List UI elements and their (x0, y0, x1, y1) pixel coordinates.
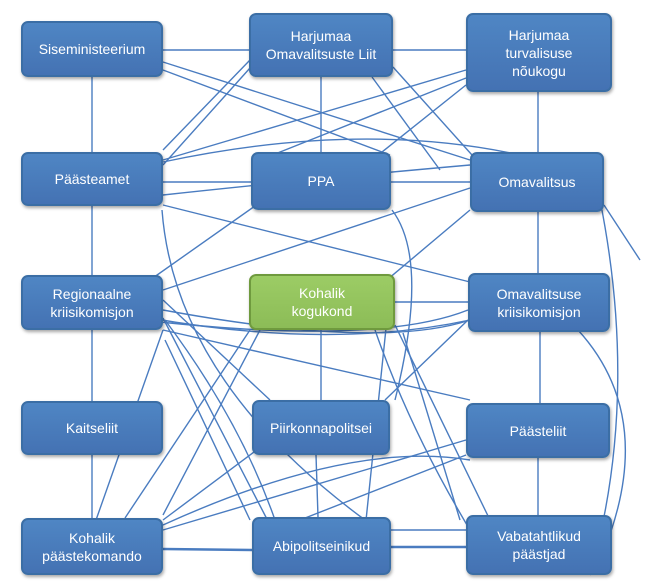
connector-line (162, 317, 271, 526)
node-piirkonnapolitsei: Piirkonnapolitsei (252, 400, 390, 455)
node-omavalitsuse-kriisikomisjon: Omavalitsuse kriisikomisjon (468, 273, 610, 332)
connector-line (162, 309, 471, 334)
connector-line (164, 339, 251, 521)
node-kohalik-paastekomando: Kohalik päästekomando (21, 518, 163, 575)
node-regionaalne-kriisikomisjon: Regionaalne kriisikomisjon (21, 275, 163, 330)
connector-line (162, 69, 391, 156)
node-kaitseliit: Kaitseliit (21, 401, 163, 455)
connector-line (162, 61, 471, 161)
node-harjumaa-omavalitsuste-liit: Harjumaa Omavalitsuste Liit (249, 13, 393, 77)
connector-line (162, 67, 251, 166)
node-omavalitsus: Omavalitsus (470, 152, 604, 212)
connector-line (162, 187, 471, 291)
node-ppa: PPA (251, 152, 391, 210)
node-paasteamet: Päästeamet (21, 152, 163, 206)
connector-line (577, 329, 627, 561)
connector-line (161, 209, 366, 521)
connector-line (162, 329, 261, 516)
connector-line (402, 332, 461, 521)
node-vabatahtlikud-paastjad: Vabatahtlikud päästjad (466, 515, 612, 575)
connector-line (162, 455, 471, 526)
connector-line (371, 76, 441, 171)
connector-line (162, 329, 471, 401)
connector-line (162, 69, 467, 161)
connector-line (162, 299, 271, 401)
connector-line (371, 84, 467, 161)
node-harjumaa-turvalisuse-noukogu: Harjumaa turvalisuse nõukogu (466, 13, 612, 92)
node-kohalik-kogukond: Kohalik kogukond (249, 274, 395, 330)
link-komando-abipolitseinikud (162, 547, 253, 552)
connector-line (124, 329, 251, 519)
connector-line (162, 439, 271, 521)
connector-line (164, 319, 276, 521)
connector-line (162, 138, 521, 163)
connector-line (391, 209, 413, 401)
connector-line (603, 204, 641, 261)
connector-line (384, 319, 469, 401)
connector-line (299, 454, 467, 521)
connector-line (149, 205, 256, 281)
node-abipolitseinikud: Abipolitseinikud (252, 517, 391, 575)
node-paasteliit: Päästeliit (466, 403, 610, 458)
connector-line (162, 59, 251, 151)
link-piirkonnapolitsei-abipolitseinikud (315, 454, 319, 518)
connector-line (162, 439, 467, 531)
node-siseministeerium: Siseministeerium (21, 21, 163, 77)
connector-line (162, 204, 471, 283)
connector-line (259, 77, 467, 161)
connector-line (159, 309, 469, 332)
